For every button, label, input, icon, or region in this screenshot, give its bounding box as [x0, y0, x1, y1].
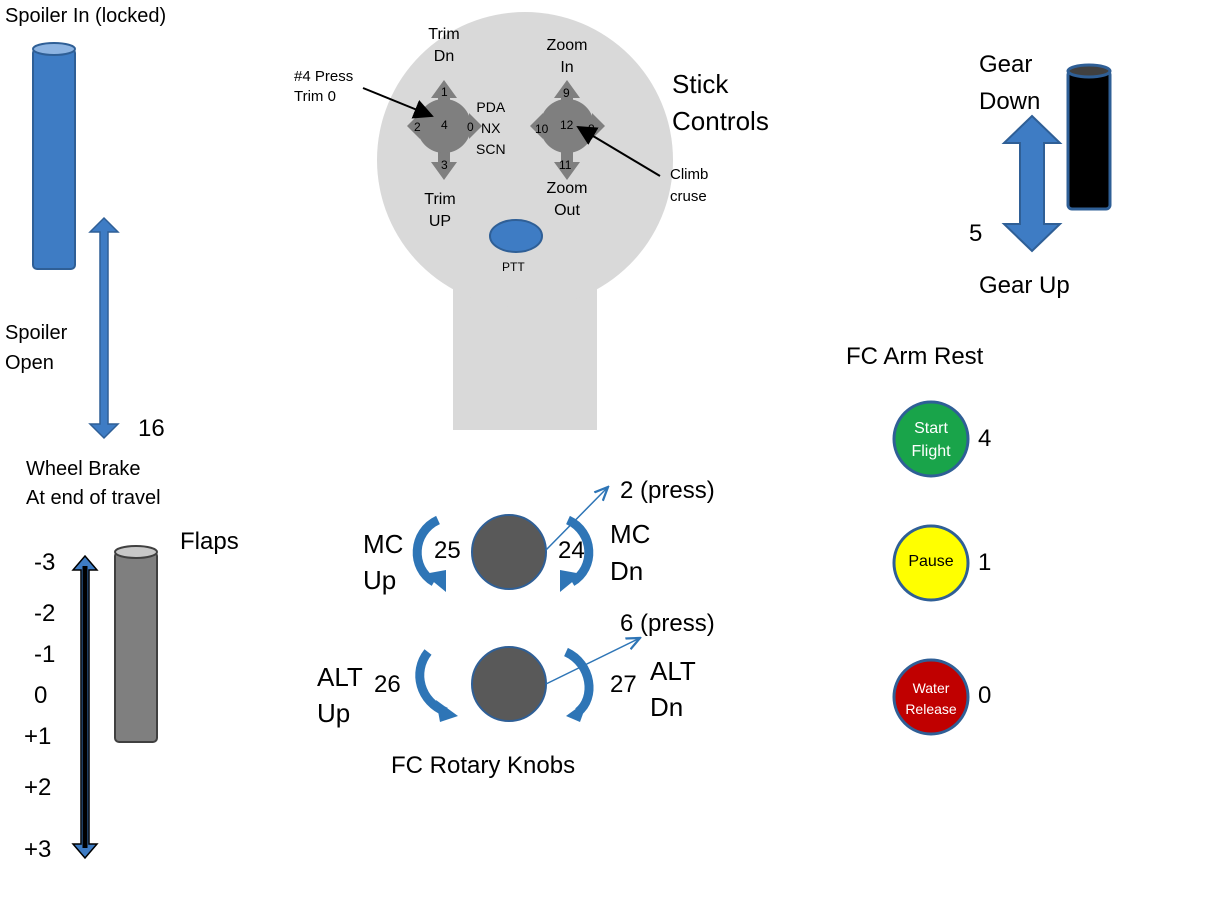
flaps-travel-arrow: [71, 554, 99, 860]
mc-press-pointer: [545, 487, 608, 551]
flap-position-0: 0: [34, 682, 48, 709]
climb-cruise-pointer: [576, 125, 661, 177]
trim-press-note: #4 Press Trim 0: [294, 68, 354, 105]
water-release-button[interactable]: [892, 658, 970, 736]
hat-num-11: 11: [559, 158, 572, 172]
trim-dn-label: Trim Dn: [428, 26, 460, 65]
gear-down-label: Gear Down: [979, 51, 1041, 115]
climb-cruise-note: Climb cruse: [670, 166, 709, 205]
flap-position-m3: -3: [34, 549, 56, 576]
ptt-button[interactable]: [489, 219, 543, 253]
start-flight-label: Start Flight: [911, 420, 951, 460]
alt-press-pointer: [545, 638, 640, 685]
pause-button[interactable]: [892, 524, 970, 602]
flap-position-p2: +2: [24, 774, 52, 801]
gear-up-label: Gear Up: [979, 272, 1070, 299]
spoiler-number: 16: [138, 415, 165, 442]
gear-travel-arrow: [1001, 114, 1063, 253]
pda-nx-scn-label: PDA NX SCN: [476, 99, 506, 157]
gear-number: 5: [969, 220, 983, 247]
mc-dn-label: MC Dn: [610, 519, 651, 586]
alt-up-label: ALT Up: [317, 662, 363, 728]
alt-up-number: 26: [374, 671, 401, 698]
mc-press-label: 2 (press): [620, 477, 715, 504]
zoom-in-label: Zoom In: [546, 37, 588, 76]
mc-up-label: MC Up: [363, 529, 404, 595]
alt-up-rotate-arrow: [415, 649, 458, 722]
water-release-number: 0: [978, 682, 992, 709]
flaps-label: Flaps: [180, 528, 239, 555]
mc-up-number: 25: [434, 537, 461, 564]
mc-knob[interactable]: [471, 514, 547, 590]
hat-num-9: 9: [563, 86, 570, 100]
spoiler-open-label: Spoiler Open: [5, 322, 68, 374]
hat-num-10: 10: [535, 122, 549, 136]
stick-controls-title: Stick Controls: [672, 69, 769, 136]
mc-dn-number: 24: [558, 537, 585, 564]
trim-up-label: Trim UP: [424, 191, 456, 230]
hat-num-3: 3: [441, 158, 448, 172]
pause-label: Pause: [908, 553, 954, 570]
arm-rest-title: FC Arm Rest: [846, 343, 984, 370]
hat-num-12: 12: [560, 118, 574, 132]
hat-num-0: 0: [467, 120, 474, 134]
flaps-cylinder: [114, 545, 158, 743]
stick-body: [377, 12, 673, 430]
alt-knob[interactable]: [471, 646, 547, 722]
flap-position-p3: +3: [24, 836, 52, 863]
alt-press-label: 6 (press): [620, 610, 715, 637]
flap-position-p1: +1: [24, 723, 52, 750]
water-release-label: Water Release: [905, 680, 957, 717]
spoiler-cylinder: [32, 42, 76, 270]
alt-dn-rotate-arrow: [563, 647, 594, 722]
start-flight-number: 4: [978, 425, 992, 452]
hat-num-1: 1: [441, 85, 448, 99]
start-flight-button[interactable]: [892, 400, 970, 478]
pause-number: 1: [978, 549, 992, 576]
flap-position-m1: -1: [34, 641, 56, 668]
hat-num-4: 4: [441, 118, 448, 132]
flap-position-m2: -2: [34, 600, 56, 627]
zoom-out-label: Zoom Out: [546, 180, 588, 219]
trim-press-pointer: [362, 87, 434, 119]
ptt-label: PTT: [502, 260, 525, 274]
mc-dn-rotate-arrow: [560, 515, 594, 592]
hat-num-2: 2: [414, 120, 421, 134]
spoiler-in-label: Spoiler In (locked): [5, 5, 167, 27]
alt-dn-label: ALT Dn: [650, 656, 696, 722]
mc-up-rotate-arrow: [412, 515, 446, 592]
gear-cylinder: [1066, 63, 1112, 211]
hat-num-8: 8: [588, 122, 595, 136]
rotary-knobs-title: FC Rotary Knobs: [391, 752, 576, 779]
spoiler-travel-arrow: [88, 216, 120, 440]
alt-dn-number: 27: [610, 671, 637, 698]
wheel-brake-label: Wheel Brake At end of travel: [26, 458, 161, 509]
